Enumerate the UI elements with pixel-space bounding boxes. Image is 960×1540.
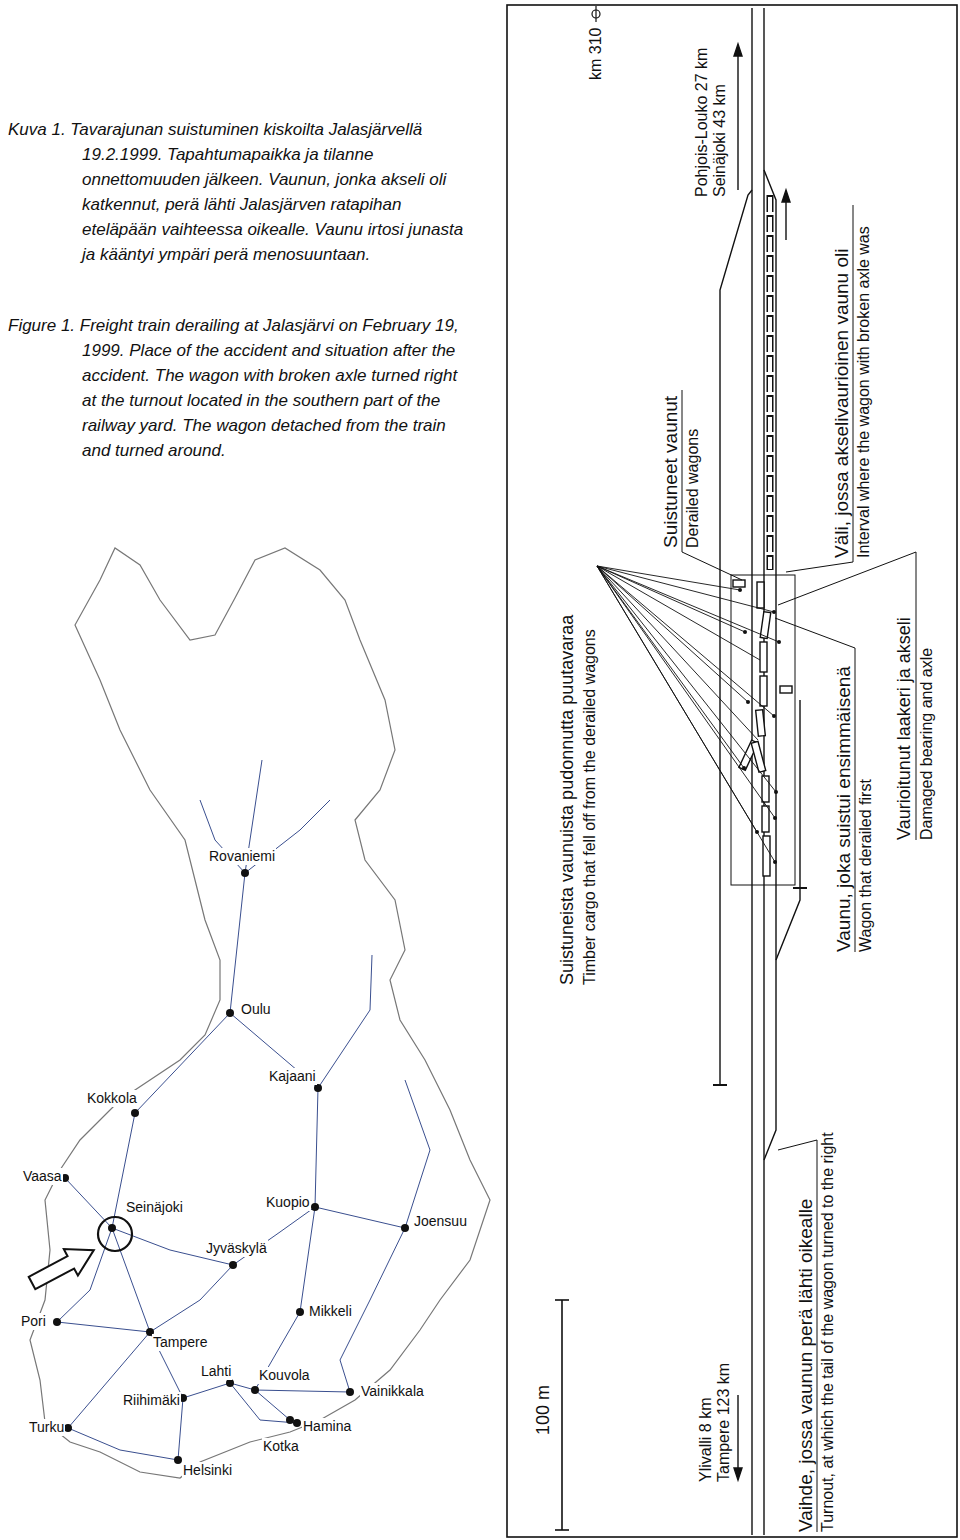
direction-arrows: [734, 44, 790, 1480]
figure-caption: Kuva 1. Tavarajunan suistuminen kiskoilt…: [8, 117, 470, 267]
location-circle: [98, 1217, 132, 1251]
callout-label: Suistuneet vaunut: [660, 396, 681, 548]
location-arrow: [25, 1237, 101, 1296]
city-name: Rovaniemi: [208, 848, 276, 865]
city-name: Mikkeli: [308, 1303, 353, 1320]
direction-label: Seinäjoki 43 km: [711, 84, 729, 197]
city-name: Vainikkala: [360, 1383, 425, 1400]
callout-label: Vaihde, jossa vaunun perä lähti oikealle: [795, 1199, 816, 1532]
direction-label: Tampere 123 km: [715, 1363, 733, 1482]
panel-border: [507, 5, 957, 1537]
direction-label: Ylivalli 8 km: [697, 1398, 715, 1482]
callout-label: Derailed wagons: [684, 429, 702, 548]
callout-label: Turnout, at which the tail of the wagon …: [819, 1132, 837, 1532]
callout-label: Damaged bearing and axle: [918, 648, 936, 840]
city-name: Vaasa: [22, 1168, 63, 1185]
callout-leaders: [682, 205, 916, 1532]
callout-label: Timber cargo that fell off from the dera…: [581, 629, 599, 985]
city-name: Tampere: [152, 1334, 208, 1351]
direction-label: Pohjois-Louko 27 km: [693, 48, 711, 197]
intact-train: [770, 195, 771, 570]
city-name: Kokkola: [86, 1090, 138, 1107]
callout-label: Väli, jossa akselivaurioinen vaunu oli: [831, 249, 852, 558]
callout-label: Vaurioitunut laakeri ja akseli: [894, 617, 914, 840]
city-name: Kotka: [262, 1438, 300, 1455]
city-name: Lahti: [200, 1363, 232, 1380]
city-name: Kouvola: [258, 1367, 311, 1384]
finland-map: [25, 548, 490, 1478]
city-name: Kuopio: [265, 1194, 311, 1211]
callout-label: Suistuneista vaunuista pudonnutta puutav…: [557, 615, 577, 985]
callout-label: Vaunu, joka suistui ensimmäisenä: [833, 666, 854, 952]
timber-leader-fan: [597, 566, 779, 862]
city-name: Riihimäki: [122, 1392, 181, 1409]
km-post: [592, 6, 600, 22]
city-name: Seinäjoki: [125, 1199, 184, 1216]
city-name: Joensuu: [413, 1213, 468, 1230]
city-dots: [53, 869, 409, 1464]
scale-bar: [555, 1300, 569, 1530]
km-marker: km 310: [587, 28, 605, 80]
figure-caption-english: Figure 1. Freight train derailing at Jal…: [8, 313, 470, 463]
city-name: Hamina: [302, 1418, 352, 1435]
callout-label: Wagon that derailed first: [857, 779, 875, 952]
city-name: Pori: [20, 1313, 47, 1330]
scale-label: 100 m: [533, 1385, 553, 1435]
rail-network: [57, 760, 430, 1460]
derailed-wagons: [733, 580, 792, 876]
city-name: Kajaani: [268, 1068, 317, 1085]
city-name: Jyväskylä: [205, 1240, 268, 1257]
country-outline: [30, 548, 490, 1478]
city-name: Turku: [28, 1419, 65, 1436]
city-name: Helsinki: [182, 1462, 233, 1479]
callout-label: Interval where the wagon with broken axl…: [855, 226, 873, 558]
city-name: Oulu: [240, 1001, 272, 1018]
